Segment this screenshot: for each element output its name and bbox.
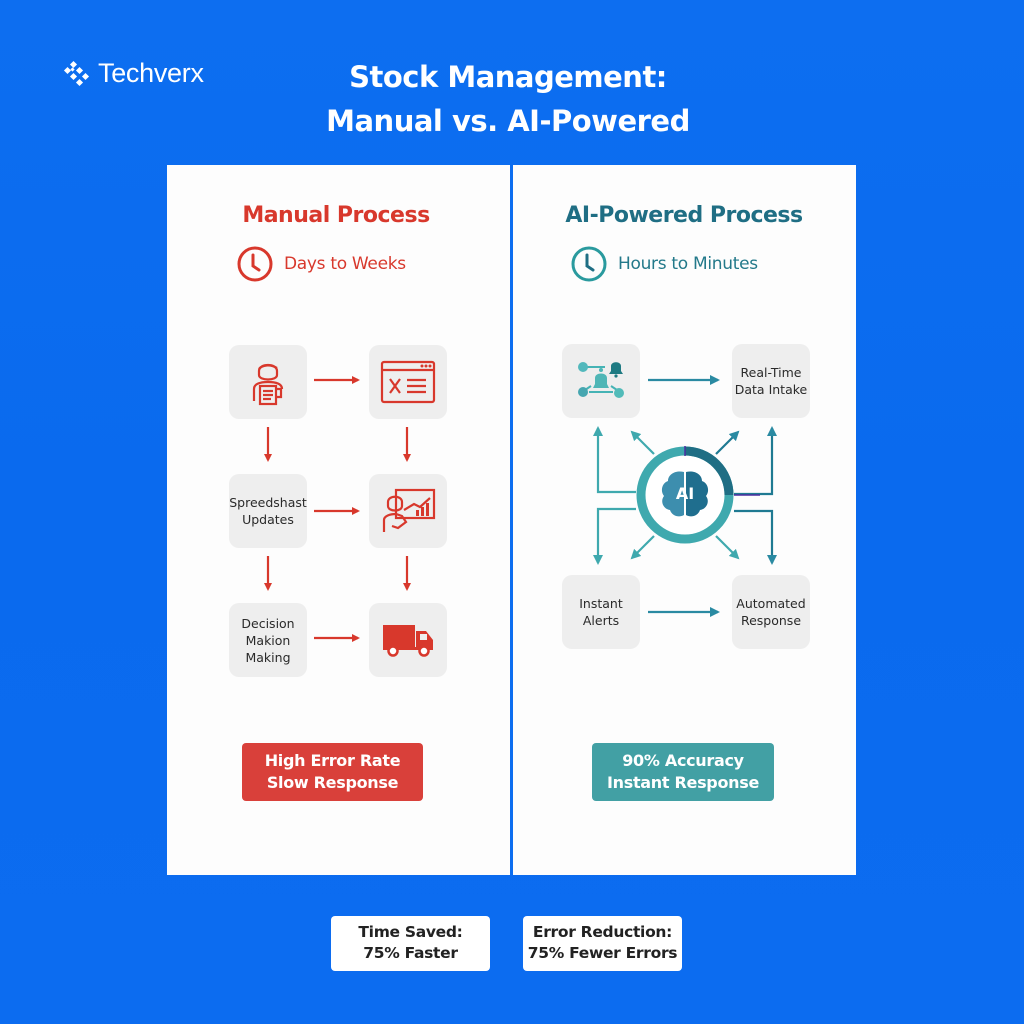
manual-step-delivery: [369, 603, 447, 677]
ai-badge-line1: 90% Accuracy: [622, 751, 744, 770]
stat-label: Error Reduction:: [532, 923, 673, 941]
brand-name: Techverx: [98, 58, 204, 88]
ai-step-label: Instant Alerts: [579, 596, 623, 628]
manual-step-analyst: [369, 474, 447, 548]
clock-icon: [237, 246, 273, 282]
page-title: Stock Management: Manual vs. AI-Powered: [0, 55, 1016, 143]
ai-hub-label: AI: [675, 484, 695, 503]
manual-badge-line2: Slow Response: [266, 773, 399, 792]
analyst-chart-icon: [382, 488, 436, 532]
manual-step-spreadsheet: [369, 345, 447, 419]
spreadsheet-window-icon: [380, 360, 436, 404]
manual-time-label: Days to Weeks: [284, 254, 406, 274]
ai-step-instant-alerts: Instant Alerts: [562, 575, 640, 649]
panel-divider: [510, 165, 513, 875]
ai-step-label: Real-Time Data Intake: [734, 365, 808, 397]
manual-process-title: Manual Process: [242, 203, 430, 228]
brand-logo: Techverx: [62, 58, 204, 89]
stat-value: 75% Faster: [363, 944, 458, 962]
manual-step-decision-making: Decision Makion Making: [229, 603, 307, 677]
delivery-truck-icon: [383, 625, 433, 657]
manual-result-badge: High Error Rate Slow Response: [242, 743, 423, 801]
techverx-logo-icon: [63, 60, 90, 86]
stat-value: 75% Fewer Errors: [527, 944, 678, 962]
page-title-line1: Stock Management:: [349, 60, 667, 94]
ai-badge-line2: Instant Response: [606, 773, 760, 792]
manual-badge-line1: High Error Rate: [264, 751, 401, 770]
clock-icon: [571, 246, 607, 282]
stat-time-saved: Time Saved: 75% Faster: [331, 916, 490, 971]
ai-result-badge: 90% Accuracy Instant Response: [592, 743, 774, 801]
page-title-line2: Manual vs. AI-Powered: [326, 104, 690, 138]
stat-label: Time Saved:: [358, 923, 463, 941]
employee-clipboard-icon: [252, 363, 284, 406]
ai-step-network-alerts: [562, 344, 640, 418]
ai-time-row: Hours to Minutes: [570, 245, 758, 283]
manual-step-label: Decision Makion Making: [241, 615, 295, 665]
ai-process-title: AI-Powered Process: [565, 203, 803, 228]
stat-error-reduction: Error Reduction: 75% Fewer Errors: [523, 916, 682, 971]
manual-step-employee: [229, 345, 307, 419]
network-bell-icon: [578, 362, 624, 398]
ai-step-label: Automated Response: [736, 596, 806, 628]
ai-step-real-time-data-intake: Real-Time Data Intake: [732, 344, 810, 418]
manual-time-row: Days to Weeks: [236, 245, 406, 283]
manual-step-label: Spreedshast Updates: [229, 495, 307, 527]
manual-step-spreadsheet-updates: Spreedshast Updates: [229, 474, 307, 548]
ai-step-automated-response: Automated Response: [732, 575, 810, 649]
ai-time-label: Hours to Minutes: [618, 254, 758, 274]
